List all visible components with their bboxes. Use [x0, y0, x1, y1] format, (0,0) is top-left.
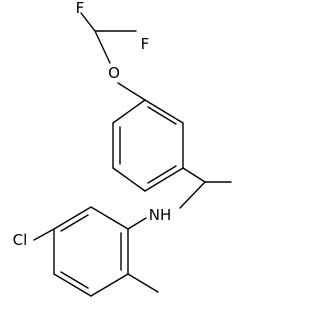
ring1-double-b — [147, 165, 177, 184]
ring2-bond-5 — [53, 206, 92, 230]
ring1-bond-6 — [112, 99, 146, 124]
ring1-double-a — [147, 106, 177, 125]
upper-benzene-ring — [112, 99, 184, 192]
atom-label-f-top: F — [76, 0, 85, 17]
ring1-bond-3 — [144, 167, 184, 192]
bond-aryl-cl — [33, 228, 55, 241]
lower-ring-substituents — [33, 228, 159, 293]
bond-aryl-methyl — [127, 273, 159, 293]
ring2-bond-6 — [90, 206, 129, 230]
bond-nh-aryl — [127, 217, 147, 230]
ring2-bond-2 — [90, 273, 129, 297]
ethyl-linker — [127, 167, 232, 230]
ring1-bond-1 — [144, 99, 184, 124]
atom-label-nh: NH — [149, 206, 172, 224]
ring2-bond-3 — [53, 273, 92, 297]
lower-benzene-ring — [53, 206, 129, 297]
atom-label-chlorine: Cl — [13, 231, 28, 249]
bond-aryl-ch — [182, 167, 206, 183]
bond-o-aryl — [117, 82, 146, 101]
atom-label-oxygen: O — [108, 64, 120, 82]
difluoromethoxy-group — [80, 12, 146, 101]
bond-f1-cf2 — [80, 12, 96, 32]
chemical-structure-diagram: F F O NH Cl — [13, 0, 232, 297]
ring2-double-c — [60, 214, 89, 232]
ring1-bond-4 — [112, 167, 146, 192]
bond-cf2-o — [94, 30, 111, 64]
atom-label-f-right: F — [141, 35, 150, 53]
ring2-double-b — [60, 271, 89, 289]
bond-ch-nh — [179, 181, 206, 209]
